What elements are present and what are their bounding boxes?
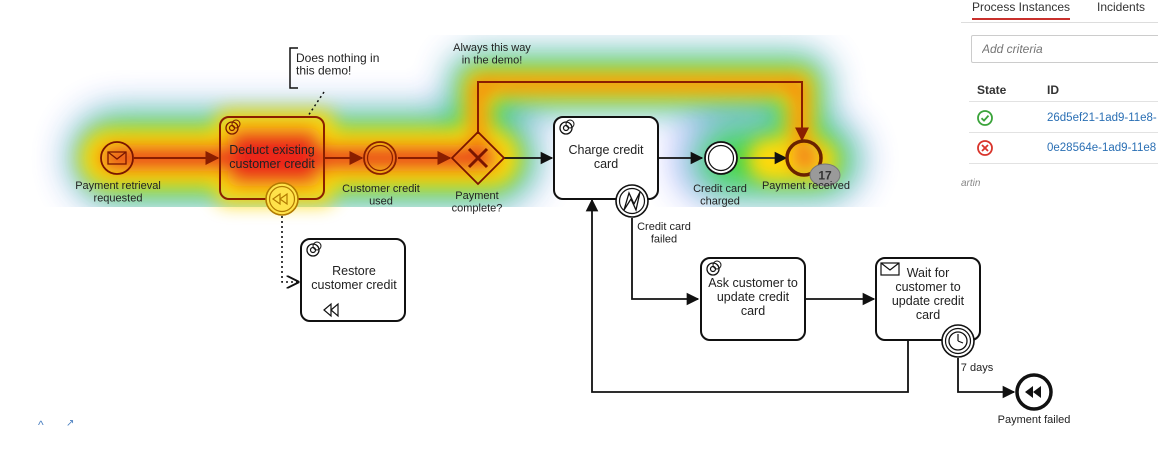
gear-icon — [306, 241, 322, 257]
error-boundary-event[interactable] — [615, 184, 649, 218]
ask-customer-task[interactable] — [700, 257, 806, 341]
label-payment-failed: Payment failed — [998, 414, 1071, 426]
restore-credit-task[interactable] — [300, 238, 406, 322]
timer-boundary-event[interactable] — [941, 324, 975, 358]
sequence-flows — [134, 81, 1016, 399]
compensation-marker-icon — [323, 302, 339, 318]
wait-customer-task[interactable] — [875, 257, 981, 341]
svg-text:17: 17 — [818, 169, 832, 183]
instance-id-link[interactable]: 26d5ef21-1ad9-11e8- — [1047, 112, 1157, 124]
instance-id-link[interactable]: 0e28564e-1ad9-11e8 — [1047, 142, 1157, 154]
envelope-icon — [880, 262, 900, 276]
payment-received-end-event[interactable] — [785, 139, 823, 177]
instance-count-badge: 17 — [809, 163, 841, 187]
process-instances-panel: Process Instances Incidents State ID 26d… — [961, 0, 1158, 200]
x-circle-icon — [977, 140, 993, 156]
column-header-state[interactable]: State — [977, 83, 1007, 97]
check-circle-icon — [977, 110, 993, 126]
tab-process-instances[interactable]: Process Instances — [972, 0, 1071, 20]
payment-failed-end-event[interactable] — [1015, 373, 1053, 411]
panel-tabs: Process Instances Incidents — [961, 0, 1158, 23]
gear-icon — [225, 119, 241, 135]
label-payment-received: Payment received — [762, 180, 850, 192]
credit-card-charged-event[interactable] — [704, 141, 738, 175]
gear-icon — [559, 119, 575, 135]
payment-retrieval-start-event[interactable] — [100, 141, 134, 175]
panel-footer-text: artin — [961, 178, 981, 189]
criteria-search-input[interactable] — [971, 35, 1158, 63]
annotation-bracket — [289, 47, 298, 89]
tab-incidents[interactable]: Incidents — [1097, 0, 1146, 14]
compensation-boundary-event[interactable] — [265, 182, 299, 216]
collapse-chevron-icon[interactable]: ^ — [38, 418, 44, 432]
gear-icon — [706, 260, 722, 276]
customer-credit-used-event[interactable] — [363, 141, 397, 175]
column-header-id[interactable]: ID — [1047, 83, 1059, 97]
charge-credit-card-task[interactable] — [553, 116, 659, 200]
expand-arrow-icon[interactable]: ↗ — [66, 418, 75, 429]
label-seven-days: 7 days — [961, 362, 994, 374]
payment-complete-gateway[interactable] — [450, 130, 506, 186]
